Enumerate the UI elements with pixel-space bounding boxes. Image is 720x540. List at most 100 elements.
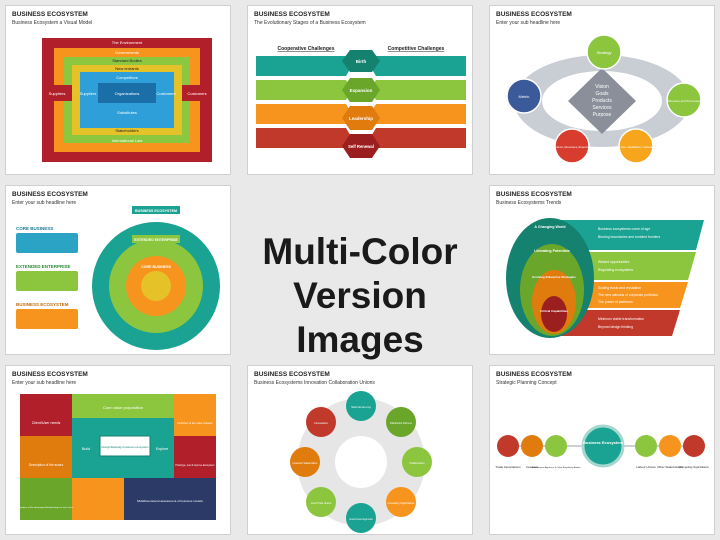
bullet-5: Scaling trusts and reputation xyxy=(598,286,641,290)
item-labour-unions: Labour Unions xyxy=(636,465,656,469)
bullet-4: Regulating ecosystems xyxy=(598,268,633,272)
slide-evolutionary-stages[interactable]: BUSINESS ECOSYSTEM The Evolutionary Stag… xyxy=(247,5,473,175)
stage-leadership: Leadership xyxy=(349,116,373,121)
label-suppliers-outer: Suppliers xyxy=(49,91,66,96)
segment-distribution: Distribution Partners xyxy=(390,422,412,425)
slide-title: BUSINESS ECOSYSTEM xyxy=(496,11,572,18)
label-international-law: International Law xyxy=(112,138,143,143)
rings-diagram: CORE BUSINESS EXTENDED ENTERPRISE BUSINE… xyxy=(16,206,220,350)
bullet-9: Beyond design thinking xyxy=(598,325,633,329)
strategy-cycle-diagram: Vision Goals Products Services Purpose S… xyxy=(506,34,702,164)
tile-prototype: Prototype, test & improve Ecosystem xyxy=(175,464,214,467)
slide-core-business-rings[interactable]: BUSINESS ECOSYSTEM Enter your sub headli… xyxy=(5,185,231,355)
item-trade-associations: Trade Associations xyxy=(495,465,521,469)
tile-core-value: Core value proposition xyxy=(103,405,143,410)
ring-extended: EXTENDED ENTERPRISE xyxy=(134,238,178,242)
label-competitors: Competitors xyxy=(116,75,138,80)
slide-title: BUSINESS ECOSYSTEM xyxy=(254,11,330,18)
center-purpose: Purpose xyxy=(593,112,612,118)
center-products: Products xyxy=(592,98,612,104)
stage-self-renewal: Self Renewal xyxy=(348,144,374,149)
bullet-1: Business ecosystems come of age xyxy=(598,227,650,231)
nested-model-diagram: The Environment Governments Standard Bod… xyxy=(42,38,212,162)
slide-visual-model[interactable]: BUSINESS ECOSYSTEM Business Ecosystem a … xyxy=(5,5,231,175)
segment-consulting: Consulting Organizations xyxy=(388,502,416,505)
segment-government: Government Agencies xyxy=(349,518,373,521)
tile-client-needs: Client/User needs xyxy=(32,421,61,425)
label-stakeholders: Stakeholders xyxy=(115,128,138,133)
slide-subtitle: Enter your sub headline here xyxy=(12,380,77,386)
side-label-core: CORE BUSINESS xyxy=(16,226,53,231)
bullet-8: Minimum viable transformation xyxy=(598,317,644,321)
node-metric: Metric xyxy=(519,94,530,99)
item-other-stakeholders: Other Stakeholders xyxy=(657,465,683,469)
slide-subtitle: Enter your sub headline here xyxy=(12,200,77,206)
center-title-line1: Multi-Color xyxy=(262,231,458,272)
ring-ecosystem: BUSINESS ECOSYSTEM xyxy=(135,209,177,213)
slide-subtitle: Business Ecosystem a Visual Model xyxy=(12,20,93,26)
bullet-3: Wicked opportunities xyxy=(598,260,630,264)
node-structure: Structure and Processes xyxy=(668,99,701,103)
slide-subtitle: Strategic Planning Concept xyxy=(496,380,557,386)
bullet-7: The power of platforms xyxy=(598,300,633,304)
collaboration-wheel: Start Economy Innovation Distribution Pa… xyxy=(290,391,432,533)
segment-collaboration: Collaboration xyxy=(409,461,425,465)
side-label-extended: EXTENDED ENTERPRISE xyxy=(16,264,71,269)
layer-critical: Critical Capabilities xyxy=(540,309,568,313)
slide-design-process[interactable]: BUSINESS ECOSYSTEM Enter your sub headli… xyxy=(5,365,231,535)
label-environment: The Environment xyxy=(112,40,143,45)
label-standard-bodies: Standard Bodies xyxy=(112,58,142,63)
label-explore: Explore xyxy=(156,447,168,451)
center-services: Services xyxy=(592,105,612,111)
stages-diagram: Cooperative Challenges Competitive Chall… xyxy=(256,46,466,158)
item-investors: Investors xyxy=(526,465,539,469)
label-build: Build xyxy=(82,447,90,451)
node-people: People, capabilities, motivation xyxy=(617,145,656,149)
slide-subtitle: Business Ecosystems Innovation Collabora… xyxy=(254,380,375,386)
layer-liberating: Liberating Potentials xyxy=(534,249,570,253)
label-governments: Governments xyxy=(115,50,139,55)
node-finance: Finance, Revenues, Expenses xyxy=(553,145,592,149)
slide-subtitle: Enter your sub headline here xyxy=(496,20,561,26)
label-new-entrants: New entrants xyxy=(115,66,139,71)
segment-innovation: Innovation xyxy=(314,421,328,425)
ring-core: CORE BUSINESS xyxy=(141,265,171,269)
segment-trade-unions: Local Trade Unions xyxy=(311,502,332,505)
process-grid: Client/User needs Core value proposition… xyxy=(19,394,216,520)
label-substitutes: Substitutes xyxy=(117,110,137,115)
cooperative-heading: Cooperative Challenges xyxy=(278,46,335,52)
slide-title: BUSINESS ECOSYSTEM xyxy=(12,371,88,378)
stage-birth: Birth xyxy=(356,59,367,64)
node-strategy: Strategy xyxy=(597,50,612,55)
slide-subtitle: The Evolutionary Stages of a Business Ec… xyxy=(254,20,366,26)
tile-value-streams: Definition of the value streams xyxy=(178,421,214,425)
slide-title: BUSINESS ECOSYSTEM xyxy=(496,191,572,198)
slide-title: BUSINESS ECOSYSTEM xyxy=(12,11,88,18)
slide-subtitle: Business Ecosystems Trends xyxy=(496,200,562,206)
item-governments: Governments Agencies & Other Regulatory … xyxy=(531,466,581,469)
planning-diagram: Business Ecosystem Trade Associations In… xyxy=(495,424,709,469)
center-vision: Vision xyxy=(595,84,609,90)
label-organizations: Organizations xyxy=(115,91,140,96)
slide-title: BUSINESS ECOSYSTEM xyxy=(254,371,330,378)
slide-collaboration-unions[interactable]: BUSINESS ECOSYSTEM Business Ecosystems I… xyxy=(247,365,473,535)
bullet-6: The new calculus of corporate portfolios xyxy=(598,293,658,297)
bullet-2: Blurring boundaries and tumbled frontier… xyxy=(598,235,661,239)
layer-evolving: Evolving Enterprise Strategies xyxy=(532,275,576,279)
center-title: Multi-Color Version Images xyxy=(244,230,476,362)
label-customers-inner: Customers xyxy=(156,91,175,96)
segment-start-economy: Start Economy xyxy=(351,405,371,409)
slide-strategy-cycle[interactable]: BUSINESS ECOSYSTEM Enter your sub headli… xyxy=(489,5,715,175)
center-title-line2: Version Images xyxy=(293,275,427,360)
slide-trends[interactable]: BUSINESS ECOSYSTEM Business Ecosystems T… xyxy=(489,185,715,355)
label-customers-outer: Customers xyxy=(187,91,206,96)
center-business-ecosystem: Business Ecosystem xyxy=(583,440,623,445)
item-competing-orgs: Competing Organizations xyxy=(679,465,709,469)
segment-investors: Investors/ Stakeholders xyxy=(293,462,319,465)
slide-title: BUSINESS ECOSYSTEM xyxy=(12,191,88,198)
side-label-ecosystem: BUSINESS ECOSYSTEM xyxy=(16,302,69,307)
tile-analysis: Analysis of the advantages/disadvantages… xyxy=(19,506,73,509)
slide-strategic-planning[interactable]: BUSINESS ECOSYSTEM Strategic Planning Co… xyxy=(489,365,715,535)
tile-design: Design/Redesign business ecosystem xyxy=(101,445,149,449)
competitive-heading: Competitive Challenges xyxy=(388,46,445,52)
